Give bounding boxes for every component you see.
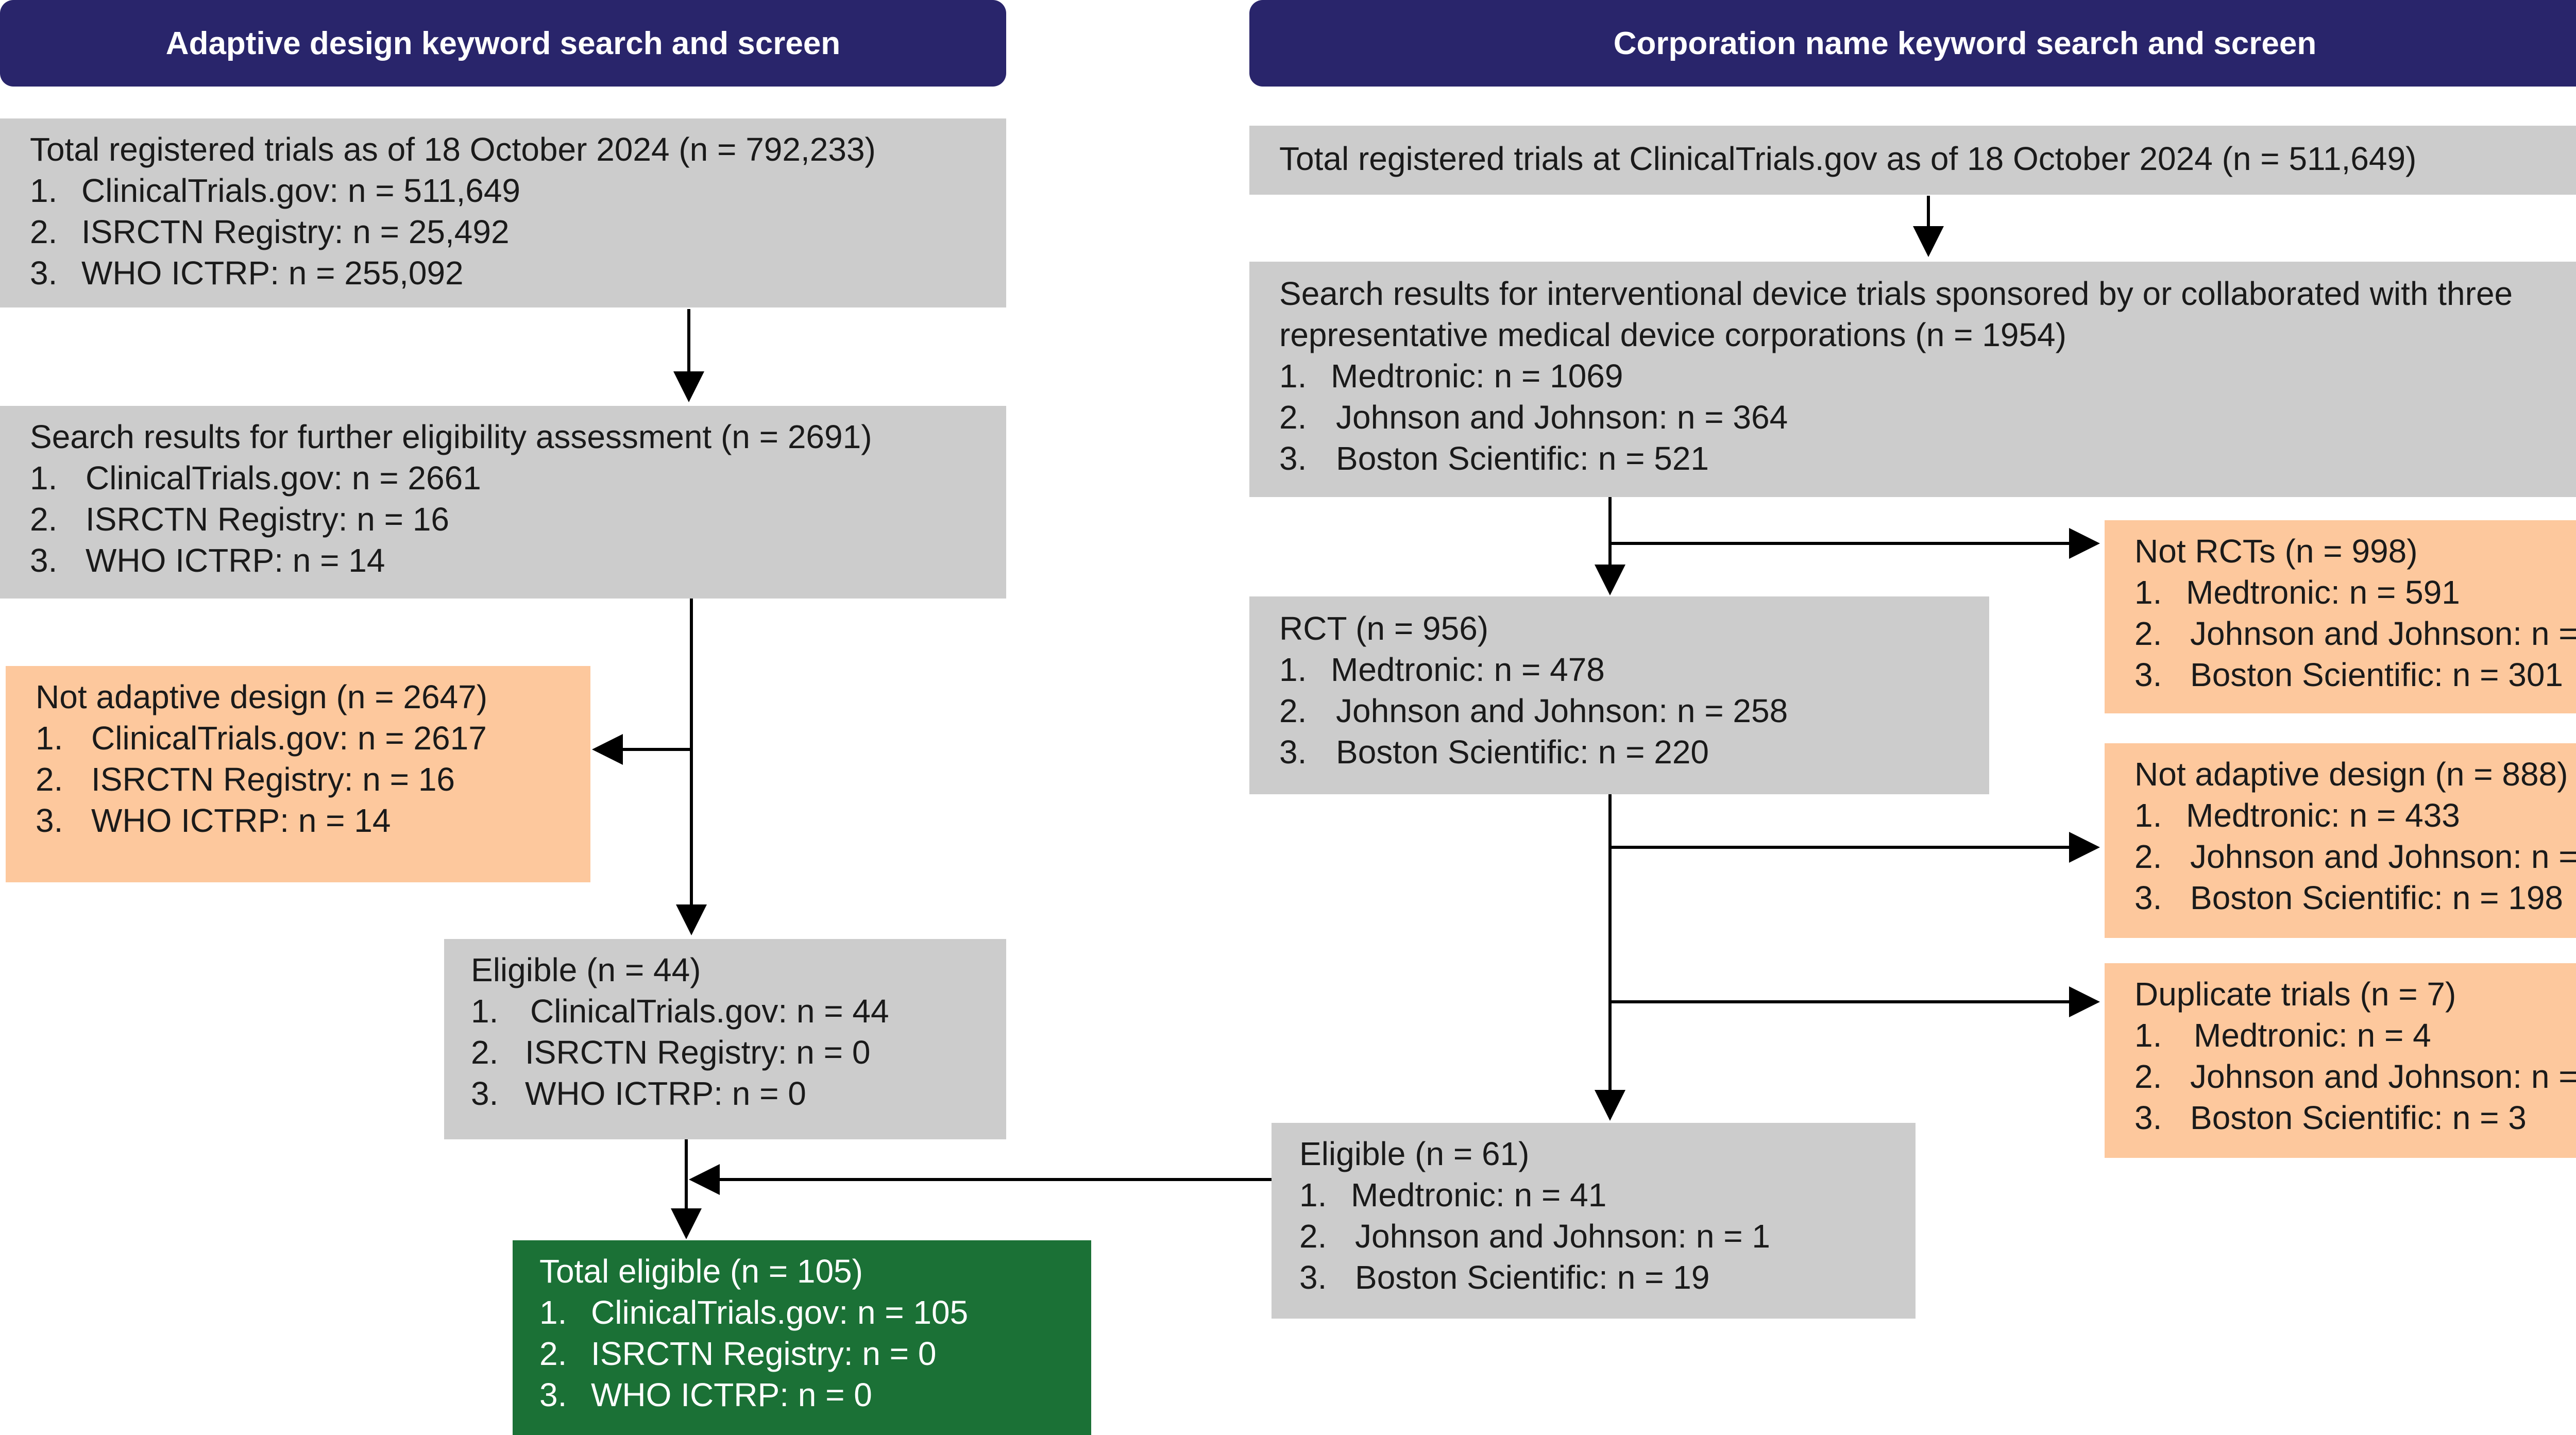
duplicate-box: Duplicate trials (n = 7) 1.Medtronic: n … bbox=[2105, 963, 2576, 1158]
right-header: Corporation name keyword search and scre… bbox=[1249, 0, 2576, 87]
list-item: 3.Boston Scientific: n = 521 bbox=[1279, 440, 1709, 477]
left-not-adaptive-box: Not adaptive design (n = 2647) 1.Clinica… bbox=[6, 666, 590, 882]
total-eligible-box: Total eligible (n = 105) 1.ClinicalTrial… bbox=[513, 1240, 1091, 1435]
list-item: 1.Medtronic: n = 478 bbox=[1279, 651, 1605, 688]
list-item: 2.Johnson and Johnson: n = 364 bbox=[1279, 399, 1788, 436]
list-item: 2.ISRCTN Registry: n = 25,492 bbox=[30, 213, 510, 250]
left-not-adaptive-title: Not adaptive design (n = 2647) bbox=[36, 678, 488, 715]
list-item: 2.Johnson and Johnson: n = 0 bbox=[2134, 1058, 2576, 1095]
list-item: 1.Medtronic: n = 591 bbox=[2134, 574, 2460, 611]
left-header: Adaptive design keyword search and scree… bbox=[0, 0, 1006, 87]
list-item: 2.Johnson and Johnson: n = 1 bbox=[1299, 1218, 1770, 1255]
list-item: 1.ClinicalTrials.gov: n = 105 bbox=[539, 1294, 969, 1331]
list-item: 3.Boston Scientific: n = 3 bbox=[2134, 1099, 2527, 1136]
left-total-box: Total registered trials as of 18 October… bbox=[0, 118, 1006, 308]
right-total-box: Total registered trials at ClinicalTrial… bbox=[1249, 126, 2576, 195]
list-item: 2.ISRCTN Registry: n = 0 bbox=[539, 1335, 937, 1372]
left-search-box: Search results for further eligibility a… bbox=[0, 406, 1006, 599]
not-rcts-title: Not RCTs (n = 998) bbox=[2134, 533, 2418, 570]
list-item: 1.ClinicalTrials.gov: n = 44 bbox=[471, 993, 889, 1030]
right-total-title: Total registered trials at ClinicalTrial… bbox=[1279, 140, 2417, 177]
right-header-title: Corporation name keyword search and scre… bbox=[1613, 25, 2317, 61]
left-search-title: Search results for further eligibility a… bbox=[30, 418, 872, 455]
list-item: 3.Boston Scientific: n = 19 bbox=[1299, 1259, 1710, 1296]
right-search-title-line1: Search results for interventional device… bbox=[1279, 275, 2513, 312]
list-item: 1.ClinicalTrials.gov: n = 511,649 bbox=[30, 172, 520, 209]
not-rcts-box: Not RCTs (n = 998) 1.Medtronic: n = 591 … bbox=[2105, 520, 2576, 713]
list-item: 3.Boston Scientific: n = 220 bbox=[1279, 733, 1709, 771]
total-eligible-title: Total eligible (n = 105) bbox=[539, 1253, 863, 1290]
list-item: 3.WHO ICTRP: n = 0 bbox=[471, 1075, 806, 1112]
list-item: 2.ISRCTN Registry: n = 16 bbox=[30, 501, 449, 538]
list-item: 2.Johnson and Johnson: n = 258 bbox=[1279, 692, 1788, 729]
list-item: 2.Johnson and Johnson: n = 106 bbox=[2134, 615, 2576, 652]
right-not-adaptive-title: Not adaptive design (n = 888) bbox=[2134, 756, 2568, 793]
rct-title: RCT (n = 956) bbox=[1279, 610, 1489, 647]
left-total-title: Total registered trials as of 18 October… bbox=[30, 131, 876, 168]
duplicate-title: Duplicate trials (n = 7) bbox=[2134, 976, 2456, 1013]
list-item: 2.Johnson and Johnson: n = 257 bbox=[2134, 838, 2576, 875]
right-eligible-box: Eligible (n = 61) 1.Medtronic: n = 41 2.… bbox=[1272, 1123, 1916, 1319]
list-item: 1.Medtronic: n = 433 bbox=[2134, 797, 2460, 834]
right-eligible-title: Eligible (n = 61) bbox=[1299, 1135, 1530, 1172]
list-item: 3.Boston Scientific: n = 198 bbox=[2134, 879, 2563, 916]
left-header-title: Adaptive design keyword search and scree… bbox=[165, 25, 841, 61]
list-item: 1.Medtronic: n = 1069 bbox=[1279, 357, 1623, 395]
right-not-adaptive-box: Not adaptive design (n = 888) 1.Medtroni… bbox=[2105, 743, 2576, 938]
rct-box: RCT (n = 956) 1.Medtronic: n = 478 2.Joh… bbox=[1249, 596, 1989, 794]
list-item: 3.Boston Scientific: n = 301 bbox=[2134, 656, 2563, 693]
left-eligible-title: Eligible (n = 44) bbox=[471, 951, 701, 988]
list-item: 3.WHO ICTRP: n = 14 bbox=[36, 802, 391, 839]
list-item: 3.WHO ICTRP: n = 14 bbox=[30, 542, 385, 579]
list-item: 1.ClinicalTrials.gov: n = 2617 bbox=[36, 720, 487, 757]
right-search-box: Search results for interventional device… bbox=[1249, 262, 2576, 497]
left-eligible-box: Eligible (n = 44) 1.ClinicalTrials.gov: … bbox=[444, 939, 1006, 1139]
list-item: 1.Medtronic: n = 4 bbox=[2134, 1017, 2431, 1054]
list-item: 2.ISRCTN Registry: n = 0 bbox=[471, 1034, 871, 1071]
list-item: 3.WHO ICTRP: n = 0 bbox=[539, 1376, 872, 1413]
list-item: 3.WHO ICTRP: n = 255,092 bbox=[30, 254, 464, 292]
list-item: 1.ClinicalTrials.gov: n = 2661 bbox=[30, 459, 481, 497]
right-search-title-line2: representative medical device corporatio… bbox=[1279, 316, 2066, 353]
list-item: 1.Medtronic: n = 41 bbox=[1299, 1176, 1607, 1214]
list-item: 2.ISRCTN Registry: n = 16 bbox=[36, 761, 455, 798]
